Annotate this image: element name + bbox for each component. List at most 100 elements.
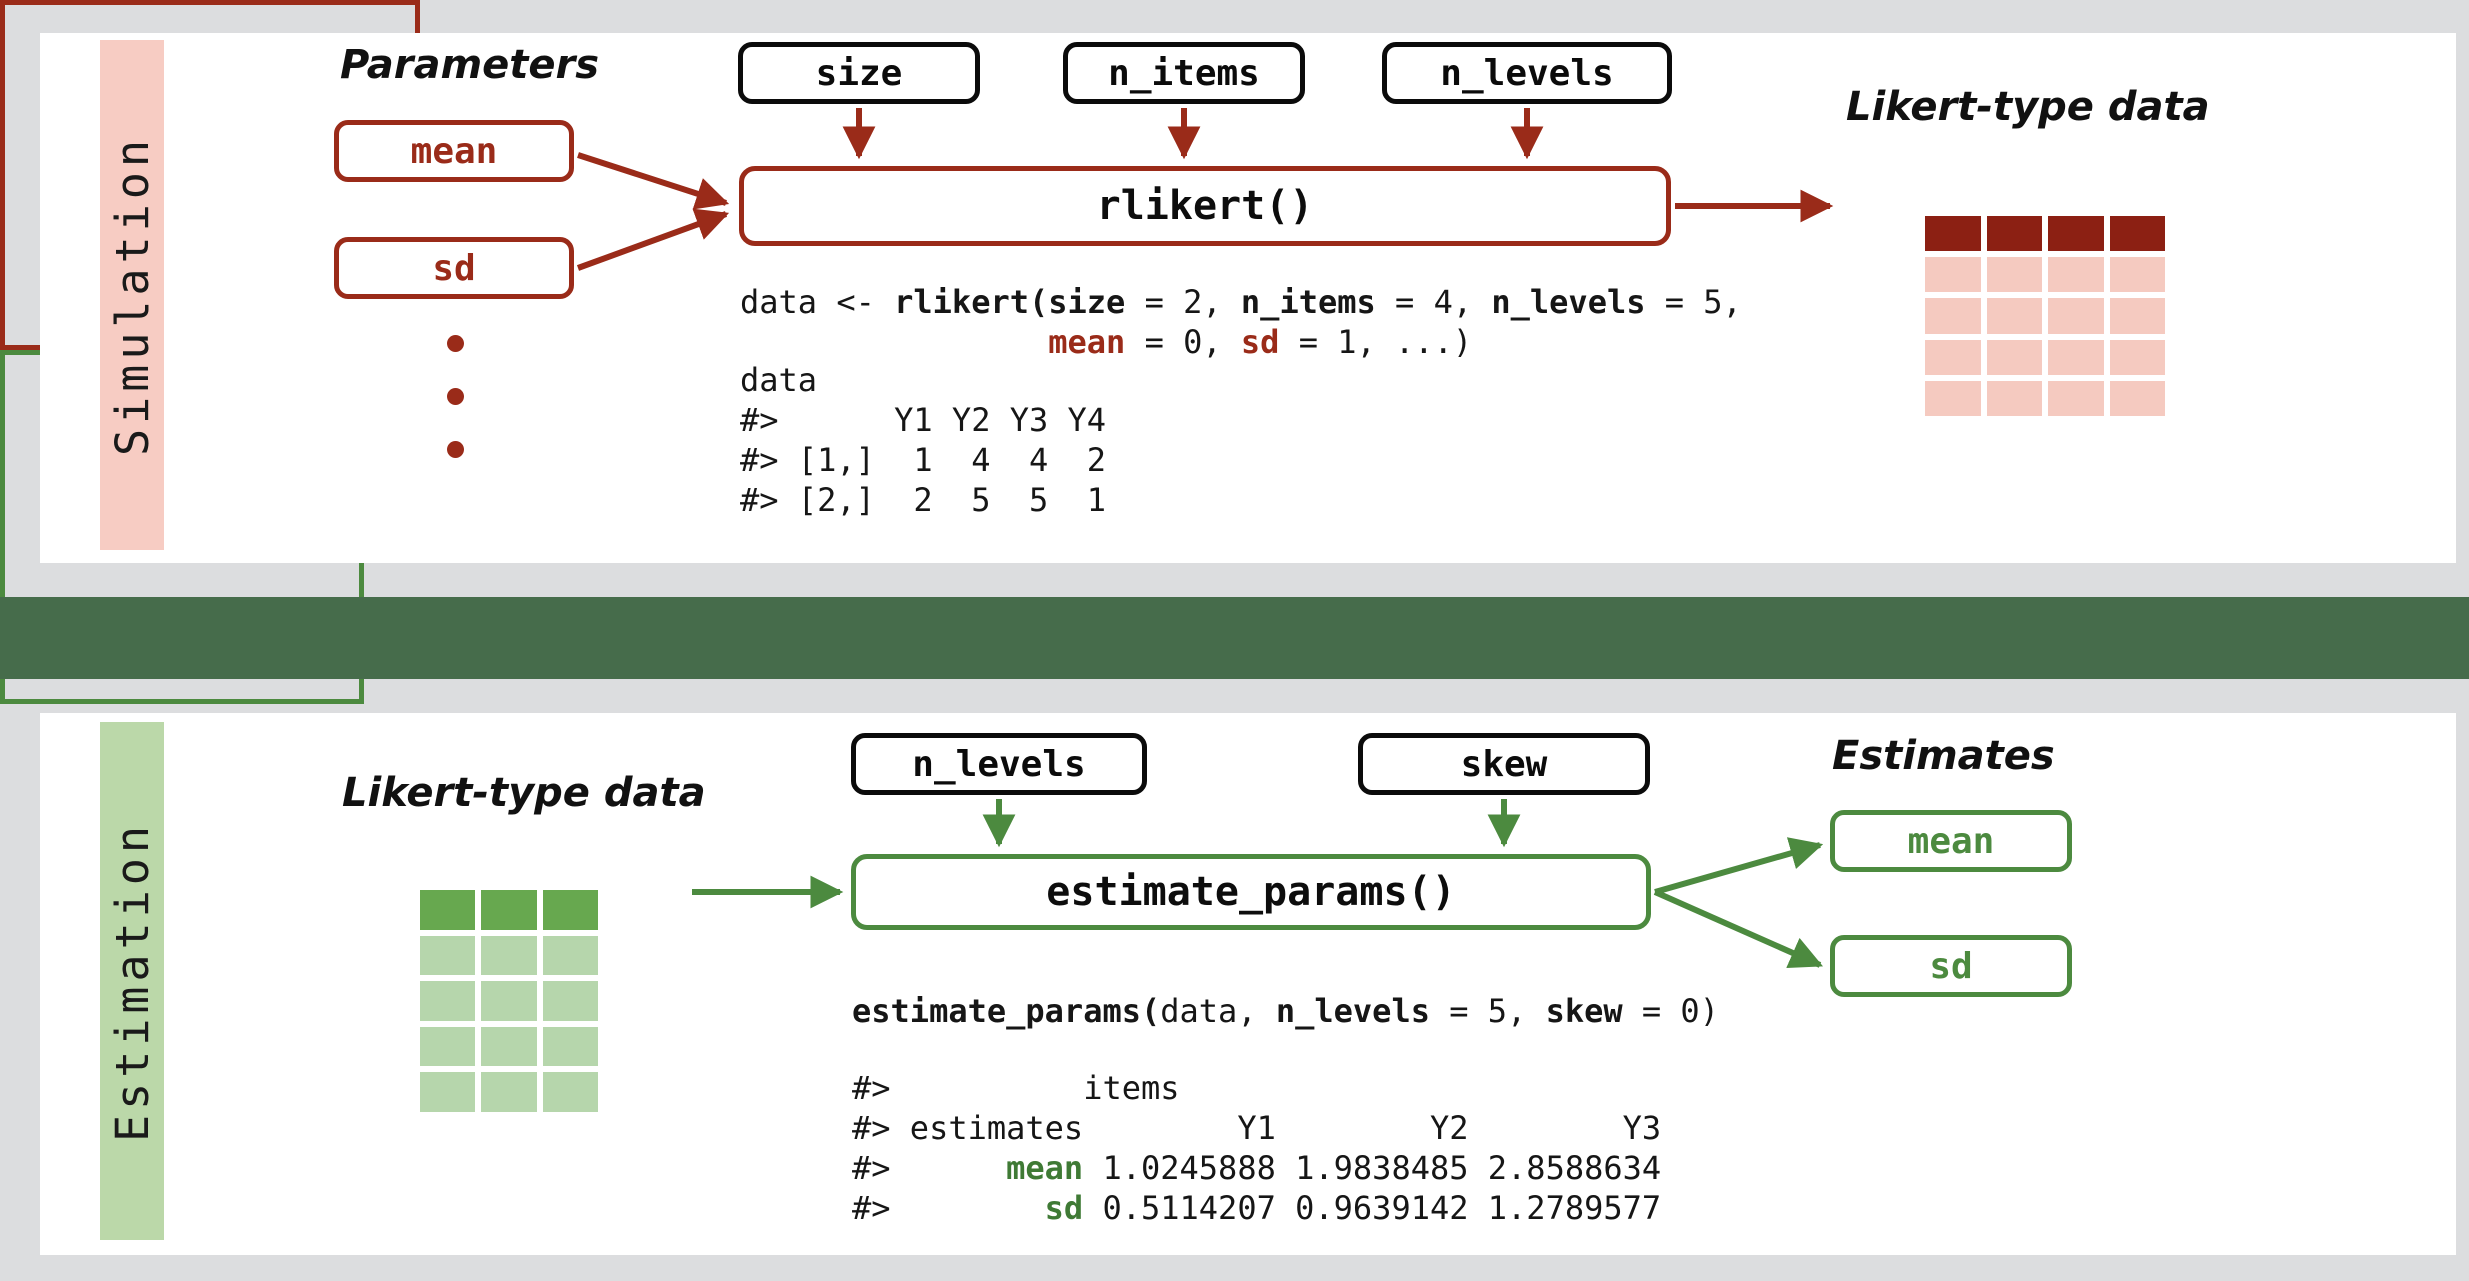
ellipsis-dot <box>447 335 464 352</box>
section-divider-band <box>0 597 2469 679</box>
parameters-ellipsis <box>447 335 464 494</box>
grid-cell <box>481 1072 537 1112</box>
grid-cell <box>481 935 537 976</box>
grid-cell <box>542 1026 598 1067</box>
code-est-line1-b: , <box>1237 992 1276 1030</box>
ellipsis-dot <box>447 388 464 405</box>
ellipsis-dot <box>447 441 464 458</box>
arg-box-n-items-label: n_items <box>1108 52 1260 94</box>
grid-header-cell <box>542 890 598 930</box>
grid-cell <box>2109 339 2165 375</box>
grid-cell <box>2109 257 2165 293</box>
estimation-input-heading: Likert-type data <box>342 770 706 816</box>
grid-header-cell <box>1986 216 2042 252</box>
code-sim-line1-arg1: size <box>1048 283 1126 321</box>
code-est-line1-v2: = 0) <box>1622 992 1719 1030</box>
function-box-rlikert[interactable]: rlikert() <box>739 166 1671 246</box>
code-est-line1-arg2: skew <box>1545 992 1623 1030</box>
grid-cell <box>2048 257 2104 293</box>
grid-cell <box>1986 339 2042 375</box>
code-est-line1-arg1: n_levels <box>1275 992 1430 1030</box>
code-sim-line2-indent <box>740 323 1048 361</box>
grid-cell <box>420 1026 476 1067</box>
estimation-sidebar-label: Estimation <box>100 722 164 1240</box>
grid-cell <box>2109 380 2165 416</box>
function-box-estimate-params[interactable]: estimate_params() <box>851 854 1651 930</box>
estimation-sidebar-text: Estimation <box>105 820 159 1142</box>
grid-cell <box>1925 298 1981 334</box>
grid-cell <box>542 981 598 1021</box>
code-sim-line2-arg1: mean <box>1048 323 1126 361</box>
simulation-sidebar-text: Simulation <box>105 134 159 456</box>
simulation-code-block: data <- rlikert(size = 2, n_items = 4, n… <box>740 282 1742 362</box>
simulation-sidebar-label: Simulation <box>100 40 164 550</box>
arg-box-n-levels-est-label: n_levels <box>912 743 1086 785</box>
estimation-output-block: #> items #> estimates Y1 Y2 Y3 #> mean 1… <box>852 1068 1661 1228</box>
grid-cell <box>2048 298 2104 334</box>
code-est-line1-v1: = 5, <box>1429 992 1546 1030</box>
code-est-line3: #> items <box>852 1069 1180 1107</box>
grid-cell <box>542 1072 598 1112</box>
grid-cell <box>1925 380 1981 416</box>
code-sim-line4: #> Y1 Y2 Y3 Y4 <box>740 401 1107 439</box>
grid-cell <box>481 1026 537 1067</box>
likert-data-grid-estimation <box>420 890 598 1112</box>
code-sim-line2-v1: = 0, <box>1125 323 1241 361</box>
simulation-output-heading: Likert-type data <box>1846 84 2210 130</box>
estimate-box-mean-label: mean <box>1907 820 1995 862</box>
arg-box-n-levels-label: n_levels <box>1440 52 1614 94</box>
arg-box-skew[interactable]: skew <box>1358 733 1650 795</box>
code-sim-line1-pre: data <- <box>740 283 895 321</box>
grid-cell <box>2048 380 2104 416</box>
estimate-box-sd-label: sd <box>1929 945 1973 987</box>
code-sim-line2-arg2: sd <box>1240 323 1280 361</box>
code-est-line6-pre: #> <box>852 1189 1045 1227</box>
estimation-code-block: estimate_params(data, n_levels = 5, skew… <box>852 991 1719 1031</box>
param-box-sd-label: sd <box>432 247 476 289</box>
function-box-estimate-params-label: estimate_params() <box>1046 869 1456 915</box>
grid-cell <box>1986 257 2042 293</box>
grid-cell <box>2048 339 2104 375</box>
grid-header-cell <box>2109 216 2165 252</box>
grid-header-cell <box>420 890 476 930</box>
arg-box-size[interactable]: size <box>738 42 980 104</box>
code-sim-line5: #> [1,] 1 4 4 2 <box>740 441 1107 479</box>
arg-box-size-label: size <box>815 52 903 94</box>
grid-cell <box>1925 257 1981 293</box>
code-est-line5-pre: #> <box>852 1149 1007 1187</box>
grid-cell <box>481 981 537 1021</box>
code-est-line6-vals: 0.5114207 0.9639142 1.2789577 <box>1083 1189 1662 1227</box>
grid-header-cell <box>481 890 537 930</box>
function-box-rlikert-label: rlikert() <box>1096 183 1314 229</box>
code-sim-line2-v2: = 1, ...) <box>1279 323 1473 361</box>
code-sim-line1-v2: = 4, <box>1375 283 1492 321</box>
grid-cell <box>420 1072 476 1112</box>
code-sim-line1-arg3: n_levels <box>1491 283 1646 321</box>
code-sim-line3: data <box>740 361 818 399</box>
simulation-output-block: data #> Y1 Y2 Y3 Y4 #> [1,] 1 4 4 2 #> [… <box>740 360 1106 520</box>
code-est-line4: #> estimates Y1 Y2 Y3 <box>852 1109 1662 1147</box>
grid-cell <box>1925 339 1981 375</box>
arg-box-n-items[interactable]: n_items <box>1063 42 1305 104</box>
param-box-sd[interactable]: sd <box>334 237 574 299</box>
parameters-heading: Parameters <box>340 42 600 88</box>
code-sim-line1-v1: = 2, <box>1125 283 1241 321</box>
arg-box-n-levels[interactable]: n_levels <box>1382 42 1672 104</box>
code-est-line6-kw: sd <box>1044 1189 1084 1227</box>
grid-cell <box>420 935 476 976</box>
estimate-box-sd[interactable]: sd <box>1830 935 2072 997</box>
code-est-line1-fn: estimate_params( <box>852 992 1161 1030</box>
estimation-output-heading: Estimates <box>1832 733 2055 779</box>
grid-cell <box>1986 380 2042 416</box>
estimate-box-mean[interactable]: mean <box>1830 810 2072 872</box>
grid-cell <box>420 981 476 1021</box>
arg-box-skew-label: skew <box>1460 743 1548 785</box>
code-est-line5-vals: 1.0245888 1.9838485 2.8588634 <box>1083 1149 1662 1187</box>
code-sim-line1-v3: = 5, <box>1645 283 1742 321</box>
param-box-mean[interactable]: mean <box>334 120 574 182</box>
code-est-line5-kw: mean <box>1006 1149 1084 1187</box>
arg-box-n-levels-est[interactable]: n_levels <box>851 733 1147 795</box>
likert-data-grid-simulation <box>1925 216 2165 416</box>
grid-cell <box>542 935 598 976</box>
code-est-line1-a: data <box>1160 992 1238 1030</box>
